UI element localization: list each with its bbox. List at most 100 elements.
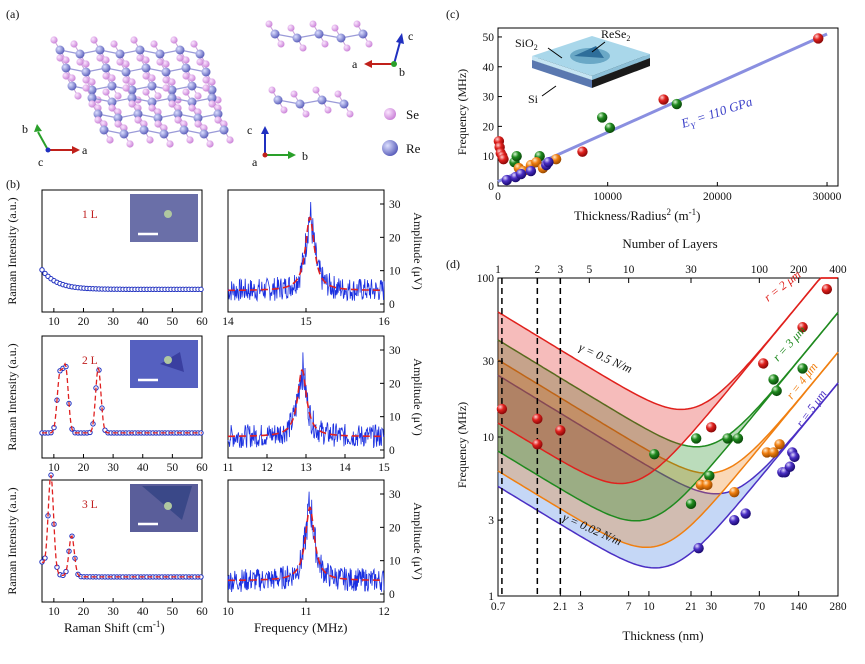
- se-atom: [146, 136, 154, 144]
- raman-ylabel: Raman Intensity (a.u.): [5, 487, 19, 594]
- re-atom: [295, 99, 305, 109]
- re-atom: [93, 109, 103, 119]
- layer-label: 2 L: [82, 355, 98, 367]
- amp-tick-label: 20: [389, 378, 401, 390]
- se-atom: [202, 60, 210, 68]
- freq-tick-label: 15: [378, 462, 390, 474]
- data-point-orange: [702, 479, 713, 491]
- re-atom: [270, 29, 280, 39]
- se-legend-marker: [384, 108, 396, 120]
- re-atom: [107, 97, 117, 107]
- freq-tick-label: 15: [300, 316, 312, 328]
- x-tick-label: 10: [643, 601, 655, 613]
- axis-c-label: c: [38, 155, 43, 169]
- re-legend-label: Re: [406, 141, 421, 156]
- se-atom: [56, 54, 64, 62]
- flake: [160, 352, 184, 372]
- data-point-green: [768, 374, 779, 385]
- band-r5: [498, 375, 838, 568]
- x-tick-label: 30000: [813, 191, 842, 203]
- amp-tick-label: 10: [389, 412, 401, 424]
- se-atom: [114, 120, 122, 128]
- se-atom: [214, 104, 222, 112]
- se-atom: [126, 140, 134, 148]
- se-atom: [94, 116, 102, 124]
- raman-tick-label: 10: [48, 462, 60, 474]
- se-atom: [128, 100, 136, 108]
- se-atom: [299, 44, 307, 52]
- re-atom: [181, 63, 191, 73]
- sio2-label: SiO2: [515, 36, 538, 52]
- band-r3: [498, 312, 838, 521]
- freq-tick-label: 11: [222, 462, 233, 474]
- curve-r5-lo: [497, 382, 839, 569]
- raman-tick-label: 10: [48, 606, 60, 618]
- se-atom: [154, 120, 162, 128]
- amp-tick-label: 0: [389, 589, 395, 601]
- freq-tick-label: 13: [300, 462, 312, 474]
- re-atom: [121, 67, 131, 77]
- se-atom: [194, 92, 202, 100]
- se-atom: [88, 78, 96, 86]
- top-tick-label: 3: [557, 264, 563, 276]
- x-tick-label: 140: [790, 601, 808, 613]
- y-tick-label: 10: [483, 432, 495, 444]
- se-atom: [170, 36, 178, 44]
- se-atom: [88, 100, 96, 108]
- data-point-purple: [740, 508, 751, 519]
- panel-d-top-label: Number of Layers: [622, 236, 717, 251]
- re-atom: [87, 93, 97, 103]
- raman-ylabel: Raman Intensity (a.u.): [5, 343, 19, 450]
- raman-tick-label: 30: [107, 606, 119, 618]
- y-tick-label: 30: [483, 356, 495, 368]
- amp-tick-label: 0: [389, 445, 395, 457]
- amp-signal: [227, 491, 385, 593]
- raman-tick-label: 30: [107, 462, 119, 474]
- data-point-green: [671, 98, 682, 110]
- raman-tick-label: 40: [137, 316, 149, 328]
- freq-tick-label: 10: [222, 606, 234, 618]
- raman-tick-label: 40: [137, 606, 149, 618]
- x-tick-label: 3: [578, 601, 584, 613]
- top-tick-label: 1: [495, 264, 501, 276]
- y-tick-label: 100: [477, 273, 495, 285]
- band-r2: [498, 278, 838, 484]
- re-atom: [213, 109, 223, 119]
- amp-tick-label: 30: [389, 345, 401, 357]
- panel-c-xlabel: Thickness/Radius2 (m-1): [574, 207, 700, 223]
- curve-r2-lo: [497, 277, 838, 485]
- freq-tick-label: 12: [378, 606, 390, 618]
- data-point-green: [771, 385, 782, 397]
- se-atom: [122, 60, 130, 68]
- data-point-red: [797, 322, 808, 333]
- amp-ylabel: Amplitude (μV): [411, 502, 425, 579]
- se-atom: [68, 74, 76, 82]
- re-atom: [139, 125, 149, 135]
- re-atom: [155, 49, 165, 59]
- amp-tick-label: 30: [389, 489, 401, 501]
- se-atom: [94, 104, 102, 112]
- top-tick-label: 30: [685, 264, 697, 276]
- raman-ylabel: Raman Intensity (a.u.): [5, 197, 19, 304]
- re-legend-marker: [382, 140, 398, 156]
- se-atom: [302, 110, 310, 118]
- re-atom: [101, 63, 111, 73]
- amp-tick-label: 20: [389, 522, 401, 534]
- se-atom: [280, 106, 288, 114]
- x-tick-label: 0.7: [491, 601, 506, 613]
- amp-tick-label: 10: [389, 556, 401, 568]
- amp-ylabel: Amplitude (μV): [411, 358, 425, 435]
- se-atom: [208, 100, 216, 108]
- se-atom: [62, 72, 70, 80]
- device-inset: SiO2 ReSe2 Si: [515, 27, 650, 106]
- top-tick-label: 400: [829, 264, 847, 276]
- se-atom: [324, 106, 332, 114]
- drum: [164, 502, 172, 510]
- raman-tick-label: 50: [167, 316, 179, 328]
- rese2-label: ReSe2: [601, 27, 630, 43]
- se-atom: [116, 58, 124, 66]
- plot-frame: [497, 277, 839, 597]
- data-point-purple: [693, 542, 704, 554]
- raman-tick-label: 30: [107, 316, 119, 328]
